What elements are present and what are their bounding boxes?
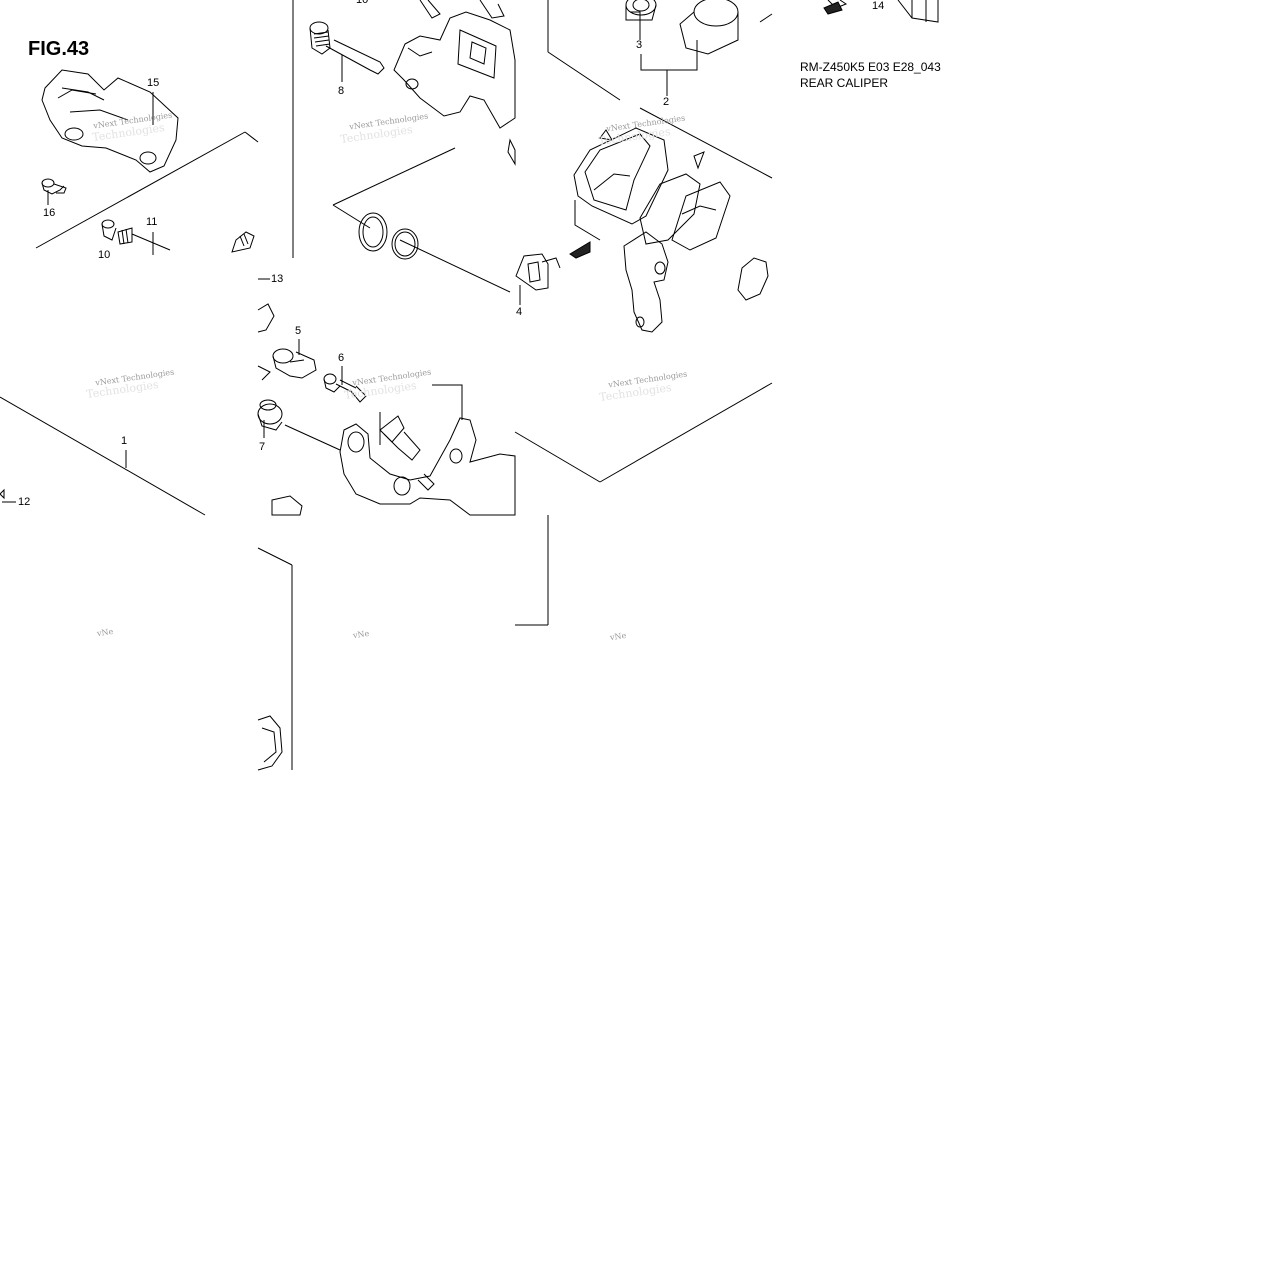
callout-2: 2 (663, 96, 670, 108)
figure-code: RM-Z450K5 E03 E28_043 (800, 60, 941, 74)
frame-line (35, 131, 246, 249)
callout-16: 16 (43, 207, 56, 219)
callout-6: 6 (338, 352, 345, 364)
leader-group (630, 11, 641, 40)
frame-line (0, 396, 206, 516)
figure-name: REAR CALIPER (800, 76, 889, 90)
caliper-bracket-part (41, 69, 179, 173)
frame-line (244, 131, 259, 143)
sleeve-part (272, 348, 317, 379)
frame-line (547, 51, 621, 101)
piston-seal-part (358, 212, 419, 260)
frame-line (332, 147, 456, 206)
caliper-hanger-part (623, 231, 769, 333)
caliper-mount-part (339, 415, 516, 516)
piston-part (625, 0, 739, 55)
frame-line (284, 424, 341, 451)
pin-bolt-part (323, 373, 367, 403)
frame-line (599, 382, 773, 483)
pad-pin-part (101, 219, 171, 251)
fwd-arrow-icon (569, 1, 843, 259)
callout-10-left: 10 (98, 249, 111, 261)
retainer-part (827, 0, 939, 23)
leader-group (640, 40, 698, 71)
callout-4: 4 (516, 306, 523, 318)
callout-10-top: 10 (356, 0, 369, 6)
callout-15: 15 (147, 77, 160, 89)
callout-13: 13 (271, 273, 284, 285)
callout-7: 7 (259, 441, 266, 453)
callout-3: 3 (636, 39, 643, 51)
callout-14: 14 (872, 0, 885, 12)
frame-line (399, 239, 511, 293)
boot-part (257, 399, 283, 431)
frame-line (639, 107, 773, 179)
leader-group (432, 384, 463, 420)
frame-line (332, 204, 371, 229)
caliper-body-part (393, 0, 516, 166)
part-fragment (0, 303, 303, 771)
callout-5: 5 (295, 325, 302, 337)
frame-line (257, 547, 293, 566)
callout-12: 12 (18, 496, 31, 508)
frame-line (514, 431, 601, 483)
pad-spring-part (515, 253, 561, 291)
brake-pad-part (573, 127, 731, 251)
callout-1: 1 (121, 435, 128, 447)
figure-title: FIG.43 (28, 38, 90, 60)
bleeder-part (231, 231, 255, 253)
bolt-part (41, 178, 67, 195)
frame-line (759, 13, 773, 23)
slide-pin-part (309, 0, 441, 75)
callout-11: 11 (146, 216, 158, 228)
leader-group (574, 200, 601, 241)
callout-8: 8 (338, 85, 345, 97)
